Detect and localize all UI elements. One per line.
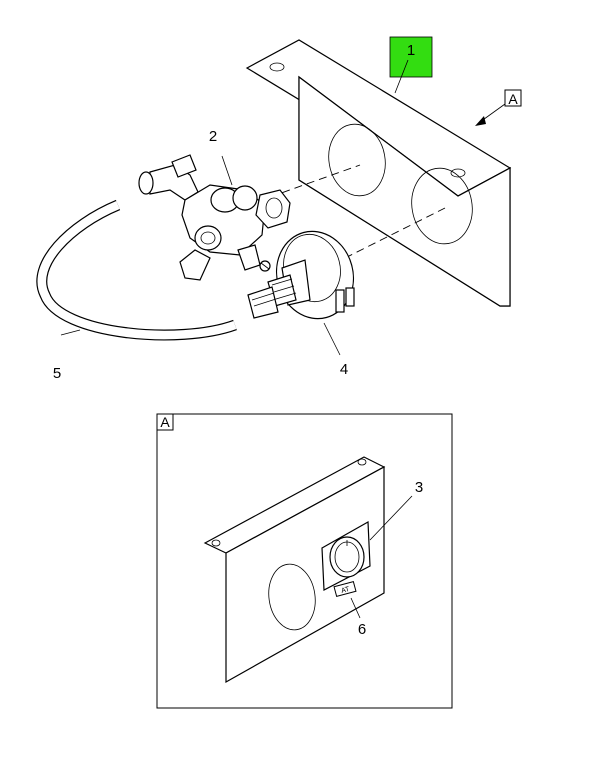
gauge-part-4 (247, 230, 355, 356)
callout-5-label[interactable]: 5 (53, 365, 61, 382)
view-a-pointer: A (475, 89, 522, 126)
alignment-lines (269, 164, 446, 259)
bracket-part-1 (245, 39, 512, 307)
callout-3-label[interactable]: 3 (415, 479, 423, 496)
decal-text: AT (340, 586, 351, 595)
tube-part-5 (36, 199, 237, 341)
detail-view-a: A AT (156, 413, 453, 709)
callout-2-label[interactable]: 2 (209, 128, 217, 145)
callout-4-label[interactable]: 4 (340, 361, 348, 378)
view-a-pointer-label: A (508, 91, 518, 107)
detail-view-label: A (160, 414, 170, 430)
screw (259, 260, 271, 272)
callout-1-highlight[interactable]: 1 (389, 36, 433, 94)
valve-part-2 (138, 154, 291, 281)
callout-6-label[interactable]: 6 (358, 621, 366, 638)
callout-1-label: 1 (407, 42, 415, 59)
